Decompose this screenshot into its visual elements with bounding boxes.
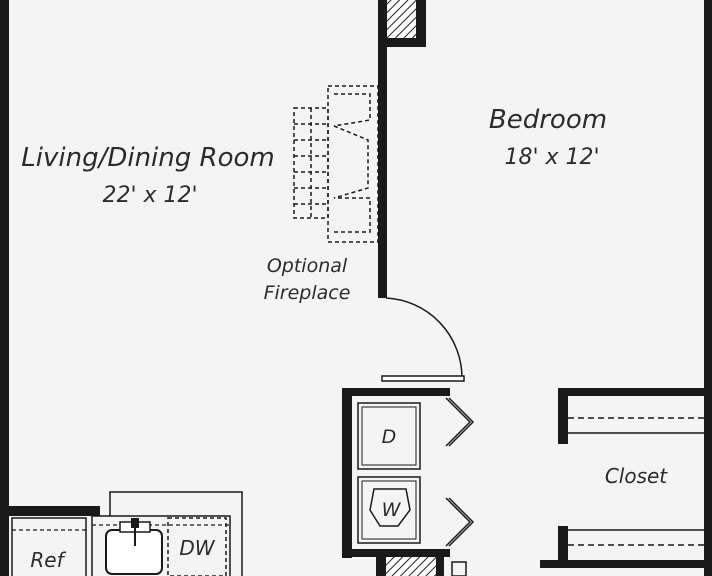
fireplace-label-line1: Optional <box>267 255 348 277</box>
partition-wall <box>378 0 387 298</box>
dishwasher <box>167 517 227 576</box>
laundry-bifold-doors <box>445 397 475 547</box>
laundry-wall-left <box>342 388 352 558</box>
dryer-label: D <box>382 426 397 448</box>
refrigerator <box>11 517 87 576</box>
chimney-hatch <box>386 0 416 38</box>
kitchen-wall <box>0 506 100 516</box>
washer-label: W <box>382 499 402 521</box>
laundry-wall-top <box>342 388 450 396</box>
refrigerator-label: Ref <box>30 548 66 572</box>
washer-inner <box>361 480 417 540</box>
dishwasher-label: DW <box>179 536 215 560</box>
bedroom-dims: 18' x 12' <box>504 145 599 170</box>
closet-wall-left <box>558 388 568 444</box>
bedroom-door-leaf <box>381 375 465 382</box>
washer-icon <box>369 488 411 527</box>
floor-area <box>8 0 705 576</box>
fireplace-label-line2: Fireplace <box>264 282 351 304</box>
sink-faucet <box>131 518 139 528</box>
bedroom-door-swing <box>385 297 463 379</box>
optional-fireplace-outline <box>293 85 379 243</box>
living-room-dims: 22' x 12' <box>102 183 197 208</box>
living-room-name: Living/Dining Room <box>21 143 274 173</box>
bedroom-name: Bedroom <box>489 105 607 135</box>
closet-wall-top <box>558 388 708 396</box>
closet-wall-left-lower <box>558 526 568 566</box>
dryer-box <box>357 402 421 470</box>
left-exterior-wall <box>0 0 9 576</box>
dryer-inner <box>361 406 417 466</box>
laundry-wall-bottom <box>342 549 450 557</box>
closet-wall-bottom <box>540 560 708 568</box>
bottom-stub <box>451 561 467 576</box>
closet-label: Closet <box>605 464 668 488</box>
bottom-column-hatch <box>386 557 436 576</box>
right-exterior-wall <box>704 0 712 576</box>
